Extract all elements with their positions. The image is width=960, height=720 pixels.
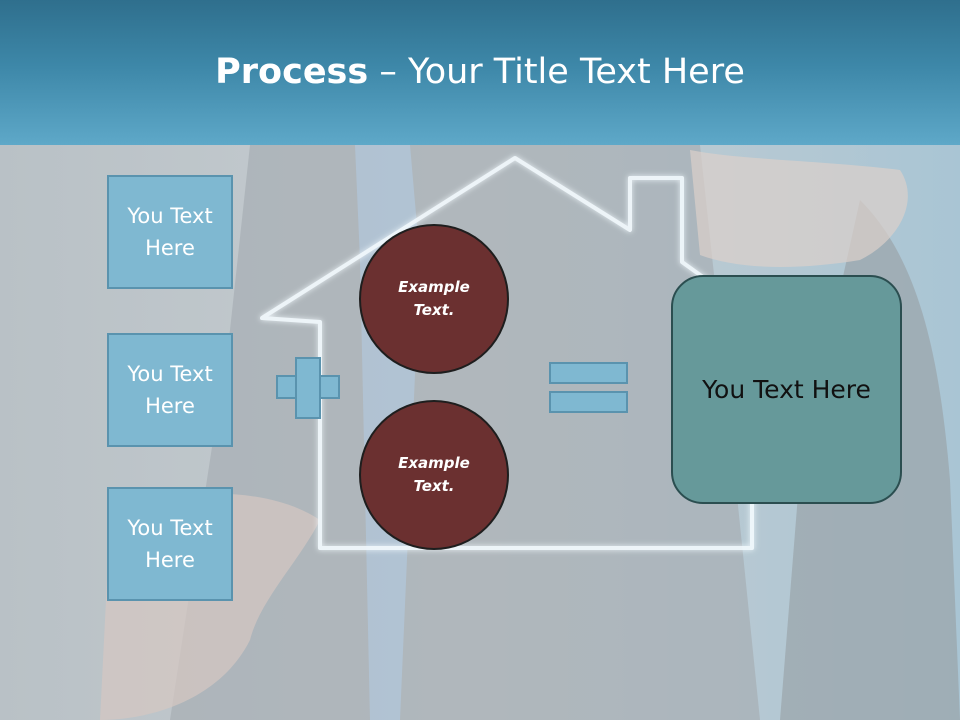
circle-label: Example Text.	[398, 454, 470, 495]
result-label: You Text Here	[702, 375, 871, 404]
slide-title[interactable]: Process – Your Title Text Here	[0, 52, 960, 92]
result-box[interactable]: You Text Here	[671, 275, 902, 504]
text-box-2[interactable]: You Text Here	[107, 333, 233, 447]
text-box-label: You Text Here	[127, 516, 213, 572]
text-box-1[interactable]: You Text Here	[107, 175, 233, 289]
text-box-3[interactable]: You Text Here	[107, 487, 233, 601]
title-bold: Process	[215, 52, 369, 92]
right-hand	[690, 150, 908, 267]
example-circle-2[interactable]: Example Text.	[359, 400, 509, 550]
title-rest: – Your Title Text Here	[368, 52, 745, 92]
text-box-label: You Text Here	[127, 362, 213, 418]
plus-center	[297, 377, 319, 397]
equals-bottom-bar	[549, 391, 628, 413]
circle-label: Example Text.	[398, 278, 470, 319]
header-bar: Process – Your Title Text Here	[0, 0, 960, 145]
text-box-label: You Text Here	[127, 204, 213, 260]
example-circle-1[interactable]: Example Text.	[359, 224, 509, 374]
equals-top-bar	[549, 362, 628, 384]
